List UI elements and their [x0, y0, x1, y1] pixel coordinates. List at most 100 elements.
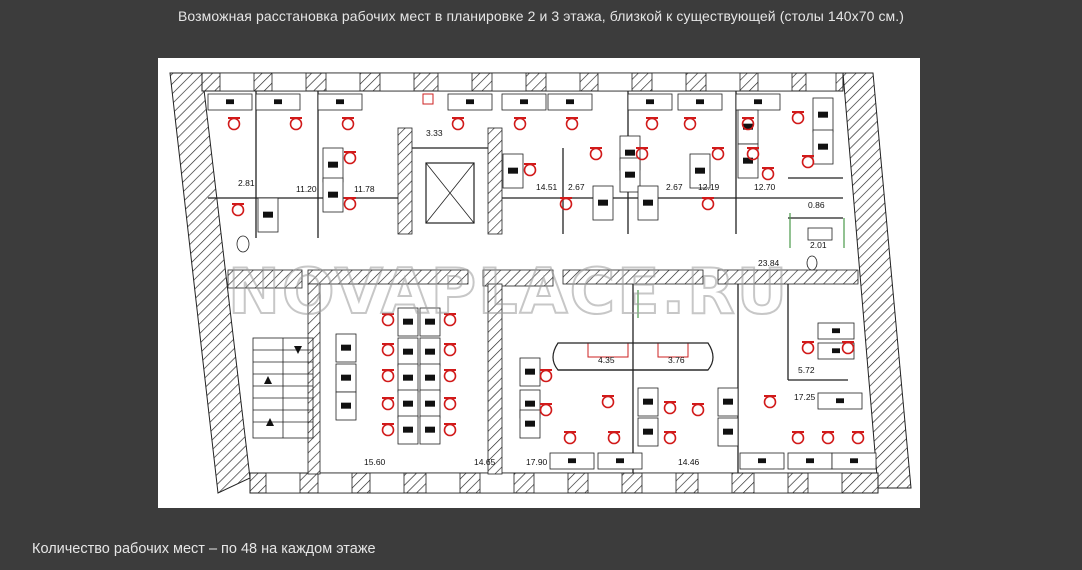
monitor-icon: [806, 458, 814, 464]
room-label: 5.72: [798, 365, 815, 375]
chair-icon: [711, 147, 725, 161]
monitor-icon: [425, 400, 435, 407]
room-labels: 3.33 2.81 11.20 11.78 14.51 2.67 2.67 12…: [238, 128, 827, 467]
room-label: 3.33: [426, 128, 443, 138]
chair-icon: [761, 167, 775, 181]
monitor-icon: [758, 458, 766, 464]
floor-plan: 3.33 2.81 11.20 11.78 14.51 2.67 2.67 12…: [158, 58, 920, 508]
room-label: 4.35: [598, 355, 615, 365]
chair-icon: [443, 343, 457, 357]
monitor-icon: [425, 318, 435, 325]
chair-icon: [381, 369, 395, 383]
monitor-icon: [425, 426, 435, 433]
monitor-icon: [625, 149, 635, 156]
room-label: 23.84: [758, 258, 780, 268]
monitor-icon: [425, 374, 435, 381]
monitor-icon: [508, 167, 518, 174]
chair-icon: [791, 431, 805, 445]
monitor-icon: [832, 328, 840, 334]
chair-icon: [801, 155, 815, 169]
monitor-icon: [403, 374, 413, 381]
monitor-icon: [616, 458, 624, 464]
room-label: 2.67: [666, 182, 683, 192]
monitor-icon: [403, 400, 413, 407]
monitor-icon: [403, 426, 413, 433]
chair-icon: [381, 343, 395, 357]
monitor-icon: [818, 111, 828, 118]
monitor-icon: [403, 318, 413, 325]
chair-icon: [607, 431, 621, 445]
desks-layer: [207, 93, 877, 470]
room-label: 2.01: [810, 240, 827, 250]
chair-icon: [589, 147, 603, 161]
monitor-icon: [566, 99, 574, 105]
monitor-icon: [832, 348, 840, 354]
monitor-icon: [743, 157, 753, 164]
chair-icon: [443, 369, 457, 383]
chair-icon: [381, 423, 395, 437]
room-label: 2.67: [568, 182, 585, 192]
room-label: 12.70: [754, 182, 776, 192]
chair-icon: [343, 151, 357, 165]
monitor-icon: [696, 99, 704, 105]
page-title: Возможная расстановка рабочих мест в пла…: [177, 8, 905, 24]
monitor-icon: [226, 99, 234, 105]
chair-icon: [821, 431, 835, 445]
chair-icon: [539, 403, 553, 417]
room-label: 14.65: [474, 457, 496, 467]
monitor-icon: [336, 99, 344, 105]
chairs-layer: [227, 111, 865, 445]
chair-icon: [851, 431, 865, 445]
chair-icon: [663, 431, 677, 445]
chair-icon: [539, 369, 553, 383]
monitor-icon: [466, 99, 474, 105]
monitor-icon: [743, 123, 753, 130]
chair-icon: [227, 117, 241, 131]
monitor-icon: [695, 167, 705, 174]
chair-icon: [645, 117, 659, 131]
monitor-icon: [263, 211, 273, 218]
chair-icon: [231, 203, 245, 217]
monitor-icon: [625, 171, 635, 178]
building-walls: [169, 72, 912, 494]
monitor-icon: [723, 428, 733, 435]
monitor-icon: [520, 99, 528, 105]
chair-icon: [683, 117, 697, 131]
monitor-icon: [341, 344, 351, 351]
room-label: 15.60: [364, 457, 386, 467]
room-label: 14.46: [678, 457, 700, 467]
chair-icon: [559, 197, 573, 211]
monitor-icon: [341, 374, 351, 381]
monitor-icon: [525, 400, 535, 407]
monitor-icon: [643, 199, 653, 206]
chair-icon: [343, 197, 357, 211]
chair-icon: [801, 341, 815, 355]
monitor-icon: [643, 398, 653, 405]
monitor-icon: [341, 402, 351, 409]
chair-icon: [763, 395, 777, 409]
chair-icon: [691, 403, 705, 417]
room-label: 11.78: [354, 184, 375, 194]
chair-icon: [701, 197, 715, 211]
room-label: 17.90: [526, 457, 548, 467]
watermark: NOVAPLACE.RU: [228, 255, 789, 328]
chair-icon: [791, 111, 805, 125]
chair-icon: [381, 397, 395, 411]
monitor-icon: [274, 99, 282, 105]
chair-icon: [601, 395, 615, 409]
room-label: 17.25: [794, 392, 816, 402]
chair-icon: [563, 431, 577, 445]
room-label: 2.81: [238, 178, 255, 188]
monitor-icon: [836, 398, 844, 404]
monitor-icon: [646, 99, 654, 105]
chair-icon: [443, 397, 457, 411]
monitor-icon: [525, 368, 535, 375]
chair-icon: [565, 117, 579, 131]
monitor-icon: [643, 428, 653, 435]
room-label: 3.76: [668, 355, 685, 365]
monitor-icon: [328, 191, 338, 198]
monitor-icon: [568, 458, 576, 464]
room-label: 12.19: [698, 182, 720, 192]
room-label: 14.51: [536, 182, 558, 192]
chair-icon: [663, 401, 677, 415]
